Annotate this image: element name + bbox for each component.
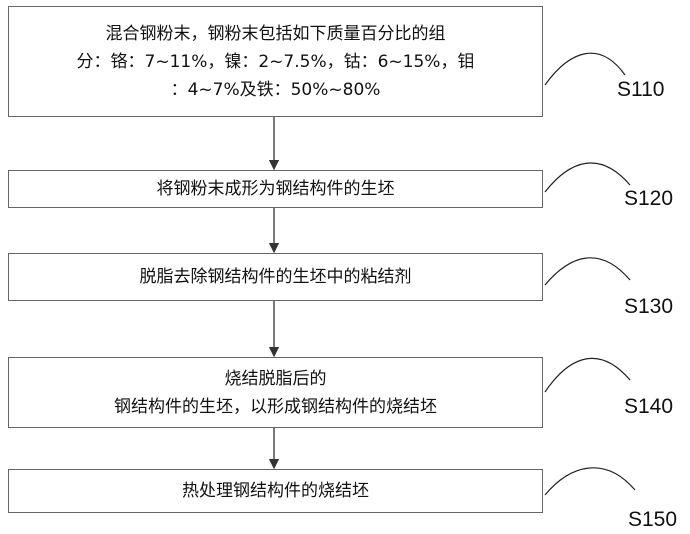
leader-curve-s130 [544, 257, 631, 286]
leader-curve-s140 [544, 357, 631, 393]
step-box-s150: 热处理钢结构件的烧结坯 [8, 469, 543, 513]
step-text: 将钢粉末成形为钢结构件的生坯 [156, 179, 395, 199]
step-label-s110: S110 [617, 78, 665, 101]
step-text: 分：铬：7~11%，镍：2~7.5%，钴：6~15%，钼 [76, 51, 475, 72]
step-label-s140: S140 [624, 395, 674, 418]
step-box-s120: 将钢粉末成形为钢结构件的生坯 [8, 170, 543, 208]
leader-curve-s150 [544, 467, 636, 496]
step-box-s110: 混合钢粉末，钢粉末包括如下质量百分比的组 分：铬：7~11%，镍：2~7.5%，… [8, 6, 543, 117]
step-label-s120: S120 [624, 187, 674, 210]
step-text: 脱脂去除钢结构件的生坯中的粘结剂 [139, 267, 412, 287]
step-label-s130: S130 [624, 295, 674, 318]
step-label-s150: S150 [628, 508, 678, 531]
step-text: 烧结脱脂后的 [224, 368, 327, 389]
step-text: ：4~7%及铁：50%~80% [170, 79, 381, 100]
leader-curve-s120 [544, 162, 631, 193]
step-box-s140: 烧结脱脂后的 钢结构件的生坯，以形成钢结构件的烧结坯 [8, 357, 543, 428]
step-text: 热处理钢结构件的烧结坯 [182, 481, 369, 501]
step-box-s130: 脱脂去除钢结构件的生坯中的粘结剂 [8, 253, 543, 301]
step-text: 钢结构件的生坯，以形成钢结构件的烧结坯 [114, 396, 437, 417]
leader-curve-s110 [544, 52, 626, 86]
step-text: 混合钢粉末，钢粉末包括如下质量百分比的组 [105, 23, 446, 44]
